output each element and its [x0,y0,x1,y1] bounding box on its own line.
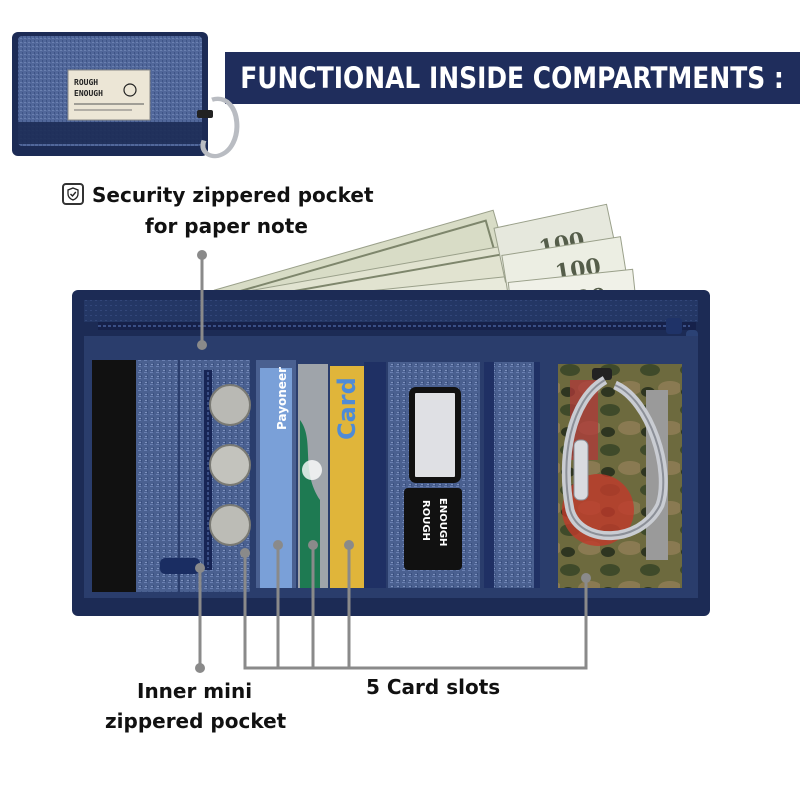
security-pocket-label: Security zippered pocket [92,183,374,207]
inner-pocket-label-line2: zippered pocket [105,709,287,733]
card-slots-label: 5 Card slots [366,675,501,699]
header-title: FUNCTIONAL INSIDE COMPARTMENTS : [240,61,785,95]
brand-line1: ROUGH [420,500,431,541]
folded-wallet-thumbnail: ROUGH ENOUGH [12,32,240,159]
id-window [409,387,461,483]
coin-icon [209,384,251,546]
brand-label [404,488,462,570]
carabiner-icon [561,368,668,541]
security-pocket-label-line2: for paper note [145,214,308,238]
mini-zipper-pull-icon [160,558,200,574]
leader-lines [198,255,588,670]
svg-text:Card: Card [333,377,361,440]
shield-check-icon [62,183,84,205]
card-brand-label: Payoneer [275,367,289,430]
inner-mini-zipper-pocket [160,360,251,592]
inner-pocket-label: Inner mini [137,679,253,703]
thumb-logo-line1: ROUGH [74,78,98,87]
mesh-pocket [92,360,136,592]
carabiner-icon [197,96,240,159]
thumb-logo-line2: ENOUGH [74,89,103,98]
brand-line2: ENOUGH [437,498,448,546]
zipper-pull-icon [666,318,682,334]
card-slots: Payoneer Card [256,360,386,588]
header-banner: FUNCTIONAL INSIDE COMPARTMENTS : [225,52,800,104]
